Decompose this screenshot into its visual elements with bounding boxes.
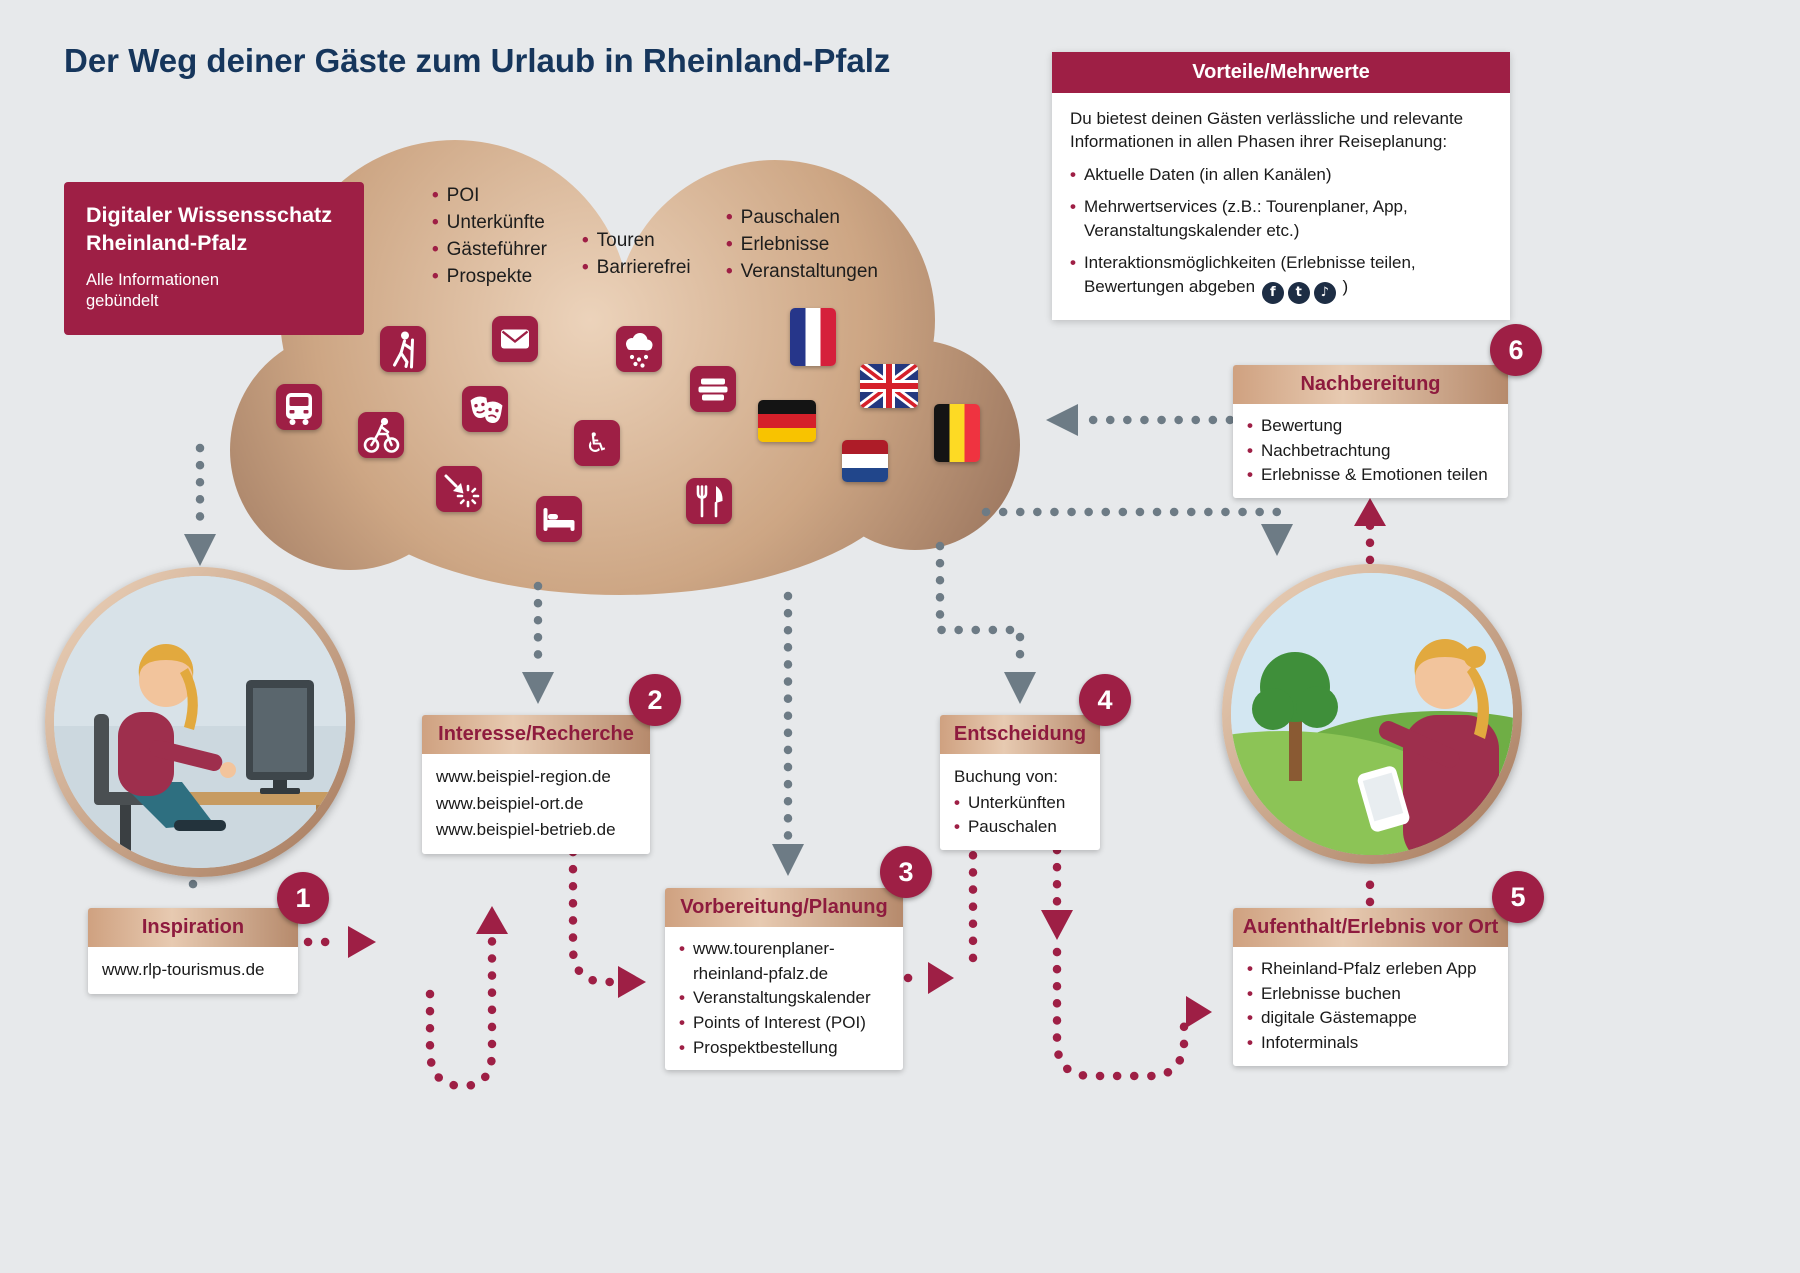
mail-icon: [492, 316, 538, 362]
step-badge-6: 6: [1490, 324, 1542, 376]
tiktok-icon: ♪: [1313, 281, 1336, 304]
station-header: Aufenthalt/Erlebnis vor Ort: [1233, 908, 1508, 947]
persona-planning-illustration: [45, 567, 355, 877]
station-entscheidung: Entscheidung Buchung von: Unterkünften P…: [940, 715, 1100, 850]
flag-france-icon: [790, 308, 836, 366]
closing-paren: ): [1342, 276, 1349, 296]
gray-arrowheads: [184, 404, 1293, 876]
benefit-item: Interaktionsmöglichkeiten (Erlebnisse te…: [1070, 251, 1492, 304]
facebook-icon: f: [1261, 281, 1284, 304]
step-badge-3: 3: [880, 846, 932, 898]
station-body: www.rlp-tourismus.de: [88, 947, 298, 994]
station-interesse-recherche: Interesse/Recherche www.beispiel-region.…: [422, 715, 650, 854]
books-icon: [690, 366, 736, 412]
station-header: Interesse/Recherche: [422, 715, 650, 754]
hiking-icon: [380, 326, 426, 372]
flag-uk-icon: [860, 364, 918, 408]
arrow-cloud-to-entscheidung: [935, 541, 1025, 669]
cloud-list-1: POI Unterkünfte Gästeführer Prospekte: [432, 183, 547, 291]
station-vorbereitung-planung: Vorbereitung/Planung www.tourenplaner-rh…: [665, 888, 903, 1071]
station-header: Inspiration: [88, 908, 298, 947]
cloud-list-2: Touren Barrierefrei: [582, 228, 691, 282]
maroon-arrowheads: [348, 498, 1386, 1028]
knowledge-title: Digitaler Wissensschatz Rheinland-Pfalz: [86, 203, 332, 255]
benefits-panel: Vorteile/Mehrwerte Du bietest deinen Gäs…: [1052, 52, 1510, 320]
station-nachbereitung: Nachbereitung Bewertung Nachbetrachtung …: [1233, 365, 1508, 498]
station-body: www.beispiel-region.de www.beispiel-ort.…: [422, 754, 650, 854]
step-badge-4: 4: [1079, 674, 1131, 726]
persona-onsite-illustration: [1222, 564, 1522, 864]
station-header: Entscheidung: [940, 715, 1100, 754]
step-badge-2: 2: [629, 674, 681, 726]
bed-icon: [536, 496, 582, 542]
url-text: www.beispiel-betrieb.de: [436, 820, 616, 840]
url-text: www.beispiel-ort.de: [436, 793, 584, 813]
benefits-header: Vorteile/Mehrwerte: [1052, 52, 1510, 93]
station-intro: Buchung von:: [954, 767, 1058, 786]
benefits-body: Du bietest deinen Gästen verlässliche un…: [1052, 93, 1510, 320]
url-text: www.beispiel-region.de: [436, 767, 611, 786]
url-text: www.tourenplaner-rheinland-pfalz.de: [692, 939, 835, 983]
station-body: Bewertung Nachbetrachtung Erlebnisse & E…: [1233, 404, 1508, 498]
gray-flow-arrows: [188, 415, 1282, 905]
cycling-icon: [358, 412, 404, 458]
arrow-cloud-to-persona-right: [981, 507, 1282, 523]
arrow-4-to-5: [1052, 947, 1189, 1081]
url-text: www.rlp-tourismus.de: [102, 960, 265, 979]
station-body: www.tourenplaner-rheinland-pfalz.de Vera…: [665, 927, 903, 1071]
arrow-2-to-3: [568, 847, 617, 987]
benefit-item: Aktuelle Daten (in allen Kanälen): [1070, 163, 1492, 186]
bus-icon: [276, 384, 322, 430]
gastronomy-icon: [686, 478, 732, 524]
station-body: Buchung von: Unterkünften Pauschalen: [940, 754, 1100, 850]
flag-belgium-icon: [934, 404, 980, 462]
knowledge-box: Digitaler Wissensschatz Rheinland-Pfalz …: [64, 182, 364, 335]
theater-icon: [462, 386, 508, 432]
station-aufenthalt: Aufenthalt/Erlebnis vor Ort Rheinland-Pf…: [1233, 908, 1508, 1066]
flag-netherlands-icon: [842, 440, 888, 482]
weather-icon: [616, 326, 662, 372]
flag-germany-icon: [758, 400, 816, 442]
benefit-item: Mehrwertservices (z.B.: Tourenplaner, Ap…: [1070, 195, 1492, 242]
station-body: Rheinland-Pfalz erleben App Erlebnisse b…: [1233, 947, 1508, 1066]
page-title: Der Weg deiner Gäste zum Urlaub in Rhein…: [64, 42, 891, 79]
station-header: Nachbereitung: [1233, 365, 1508, 404]
step-badge-1: 1: [277, 872, 329, 924]
woman-with-phone-illustration: [1231, 573, 1513, 855]
arrow-1-to-2: [425, 925, 497, 1091]
knowledge-subtitle: Alle Informationen gebündelt: [86, 270, 219, 311]
accessibility-icon: ♿: [574, 420, 620, 466]
woman-at-computer-illustration: [54, 576, 346, 868]
station-inspiration: Inspiration www.rlp-tourismus.de: [88, 908, 298, 994]
maroon-flow-arrows: [303, 517, 1375, 1091]
benefits-intro: Du bietest deinen Gästen verlässliche un…: [1070, 109, 1464, 152]
step-badge-5: 5: [1492, 871, 1544, 923]
attraction-icon: [436, 466, 482, 512]
station-header: Vorbereitung/Planung: [665, 888, 903, 927]
cloud-list-3: Pauschalen Erlebnisse Veranstaltungen: [726, 205, 878, 286]
twitter-icon: t: [1287, 281, 1310, 304]
